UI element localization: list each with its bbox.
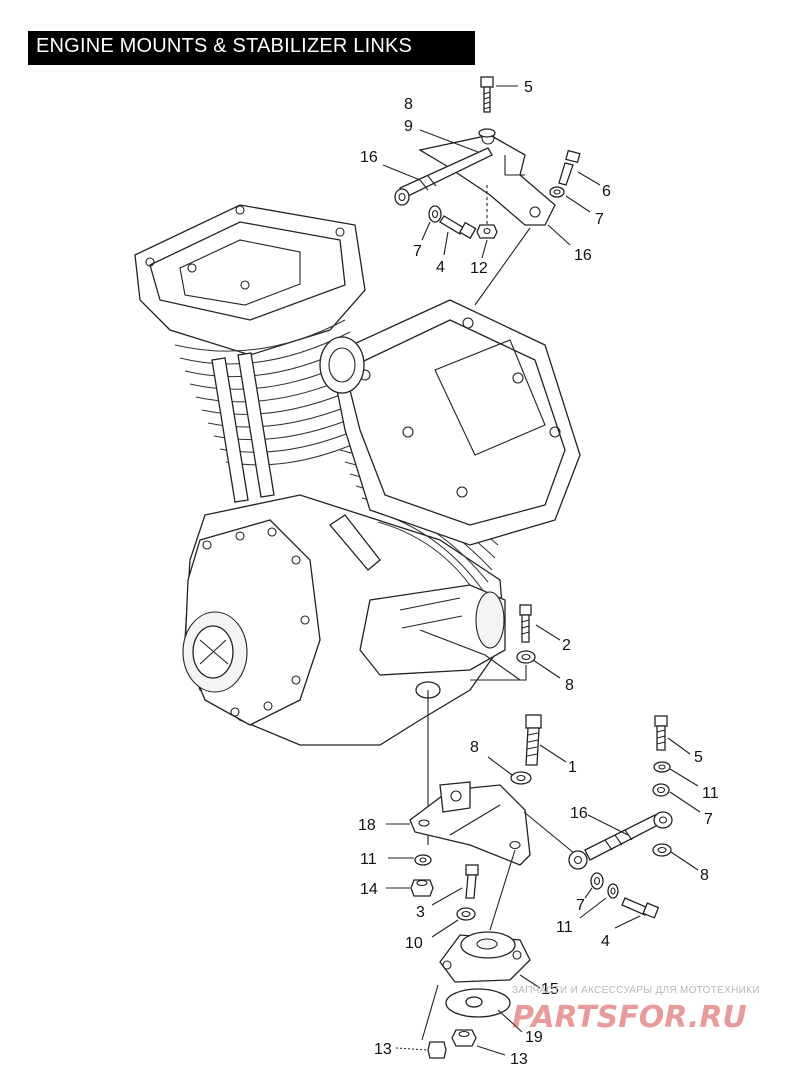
callout-7: 7	[704, 811, 713, 828]
callout-12: 12	[470, 260, 488, 277]
callout-14: 14	[360, 881, 378, 898]
callout-16: 16	[570, 805, 588, 822]
callout-4: 4	[601, 933, 610, 950]
callout-5: 5	[694, 749, 703, 766]
callout-numbers: 5 8 9 16 6 7 7 4 12 16 2 8 8 1 5 11 7 16…	[358, 79, 719, 1068]
callout-11: 11	[360, 851, 377, 868]
engine-assembly	[134, 204, 581, 845]
callout-16: 16	[574, 247, 592, 264]
callout-7: 7	[576, 897, 585, 914]
page-title: ENGINE MOUNTS & STABILIZER LINKS	[36, 35, 413, 57]
callout-3: 3	[416, 904, 425, 921]
watermark: ЗАПЧАСТИ И АКСЕССУАРЫ ДЛЯ МОТОТЕХНИКИ PA…	[512, 985, 760, 1035]
callout-19: 19	[525, 1029, 543, 1046]
callout-5: 5	[524, 79, 533, 96]
callout-7: 7	[413, 243, 422, 260]
callout-11: 11	[702, 785, 719, 802]
title-bar: ENGINE MOUNTS & STABILIZER LINKS	[28, 31, 475, 65]
callout-8: 8	[700, 867, 709, 884]
watermark-logo: PARTSFOR.RU	[512, 1000, 747, 1035]
watermark-subtitle: ЗАПЧАСТИ И АКСЕССУАРЫ ДЛЯ МОТОТЕХНИКИ	[512, 985, 760, 996]
callout-6: 6	[602, 183, 611, 200]
callout-9: 9	[404, 118, 413, 135]
callout-18: 18	[358, 817, 376, 834]
callout-1: 1	[568, 759, 577, 776]
callout-15: 15	[541, 981, 559, 998]
callout-8: 8	[565, 677, 574, 694]
front-mount-assembly	[409, 714, 581, 1059]
callout-8: 8	[404, 96, 413, 113]
callout-leaders	[382, 85, 701, 1056]
callout-10: 10	[405, 935, 423, 952]
callout-13: 13	[374, 1041, 392, 1058]
starter-mount-hardware	[470, 604, 536, 681]
lower-stabilizer-link	[568, 715, 673, 919]
callout-13: 13	[510, 1051, 528, 1068]
callout-2: 2	[562, 637, 571, 654]
callout-4: 4	[436, 259, 445, 276]
upper-stabilizer-assembly	[394, 76, 581, 306]
callout-8: 8	[470, 739, 479, 756]
callout-11: 11	[556, 919, 573, 936]
callout-16: 16	[360, 149, 378, 166]
callout-7: 7	[595, 211, 604, 228]
